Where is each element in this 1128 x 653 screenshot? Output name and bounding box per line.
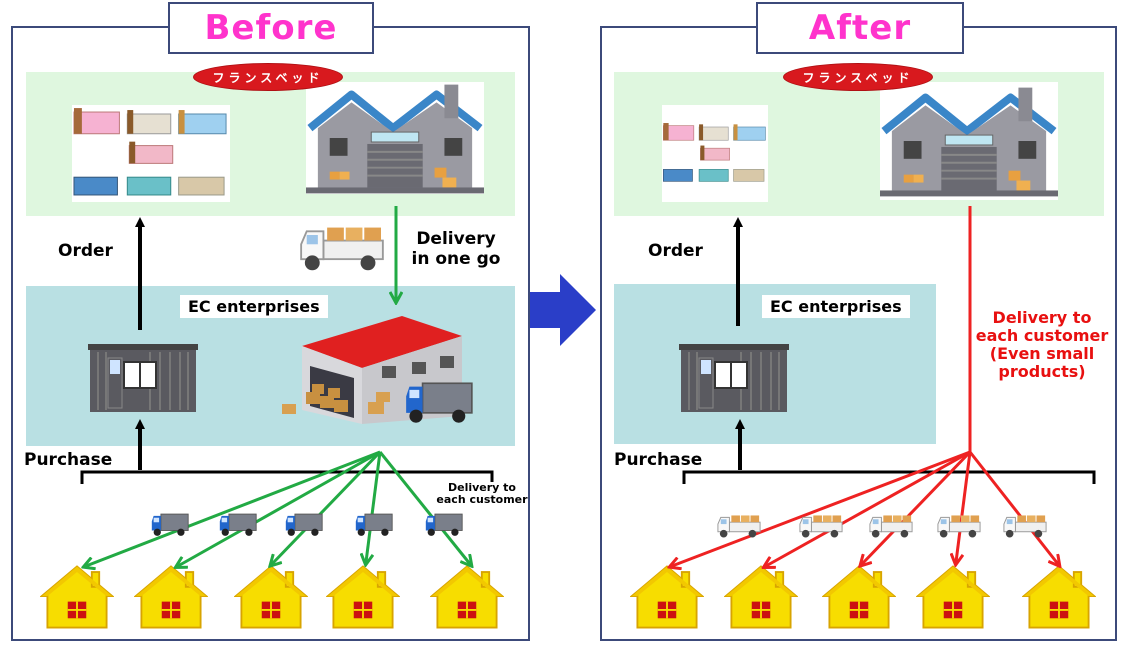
after-brand-logo: フランスベッド — [784, 64, 932, 90]
before-title-text: Before — [204, 8, 338, 48]
after-delivery-line-1 — [672, 450, 971, 566]
before-delivery-line-2 — [178, 450, 381, 566]
before-delivery-each-line2: each customer — [436, 493, 528, 506]
before-delivery-each-label: Delivery to each customer — [436, 482, 528, 506]
before-delivery-line-1 — [86, 450, 381, 566]
after-title: After — [756, 2, 964, 54]
after-delivery-line3: (Even small — [989, 344, 1095, 363]
before-ec-label: EC enterprises — [180, 295, 328, 318]
after-delivery-line-3 — [862, 450, 972, 564]
before-title: Before — [168, 2, 374, 54]
after-delivery-line1: Delivery to — [992, 308, 1092, 327]
before-purchase-label: Purchase — [24, 450, 113, 470]
after-ec-label: EC enterprises — [762, 295, 910, 318]
after-delivery-line-2 — [766, 450, 971, 566]
before-delivery-line-3 — [272, 450, 382, 564]
before-delivery-line2: in one go — [411, 249, 501, 269]
after-container-office-icon — [678, 342, 790, 414]
after-brand-logo-text: フランスベッド — [802, 70, 914, 85]
before-delivery-line1: Delivery — [416, 229, 496, 249]
before-container-office-icon — [88, 343, 198, 413]
after-delivery-line-4 — [956, 451, 972, 562]
after-purchase-label: Purchase — [614, 450, 703, 470]
after-delivery-line2: each customer — [975, 326, 1109, 345]
before-delivery-each-line1: Delivery to — [447, 481, 516, 494]
after-customer-bracket — [682, 470, 1096, 484]
after-delivery-line-5 — [968, 451, 1058, 564]
before-brand-logo-text: フランスベッド — [212, 70, 324, 85]
after-order-label: Order — [648, 241, 703, 261]
before-order-label: Order — [58, 241, 113, 261]
arrow-right-icon — [530, 274, 596, 346]
before-delivery-label: Delivery in one go — [410, 229, 502, 269]
after-delivery-label: Delivery to each customer (Even small pr… — [968, 309, 1116, 381]
before-delivery-line-4 — [366, 451, 382, 562]
before-delivery-line-5 — [378, 451, 470, 564]
before-customer-bracket — [80, 470, 494, 484]
after-title-text: After — [808, 8, 912, 48]
before-brand-logo: フランスベッド — [194, 64, 342, 90]
after-delivery-line4: products) — [998, 362, 1086, 381]
